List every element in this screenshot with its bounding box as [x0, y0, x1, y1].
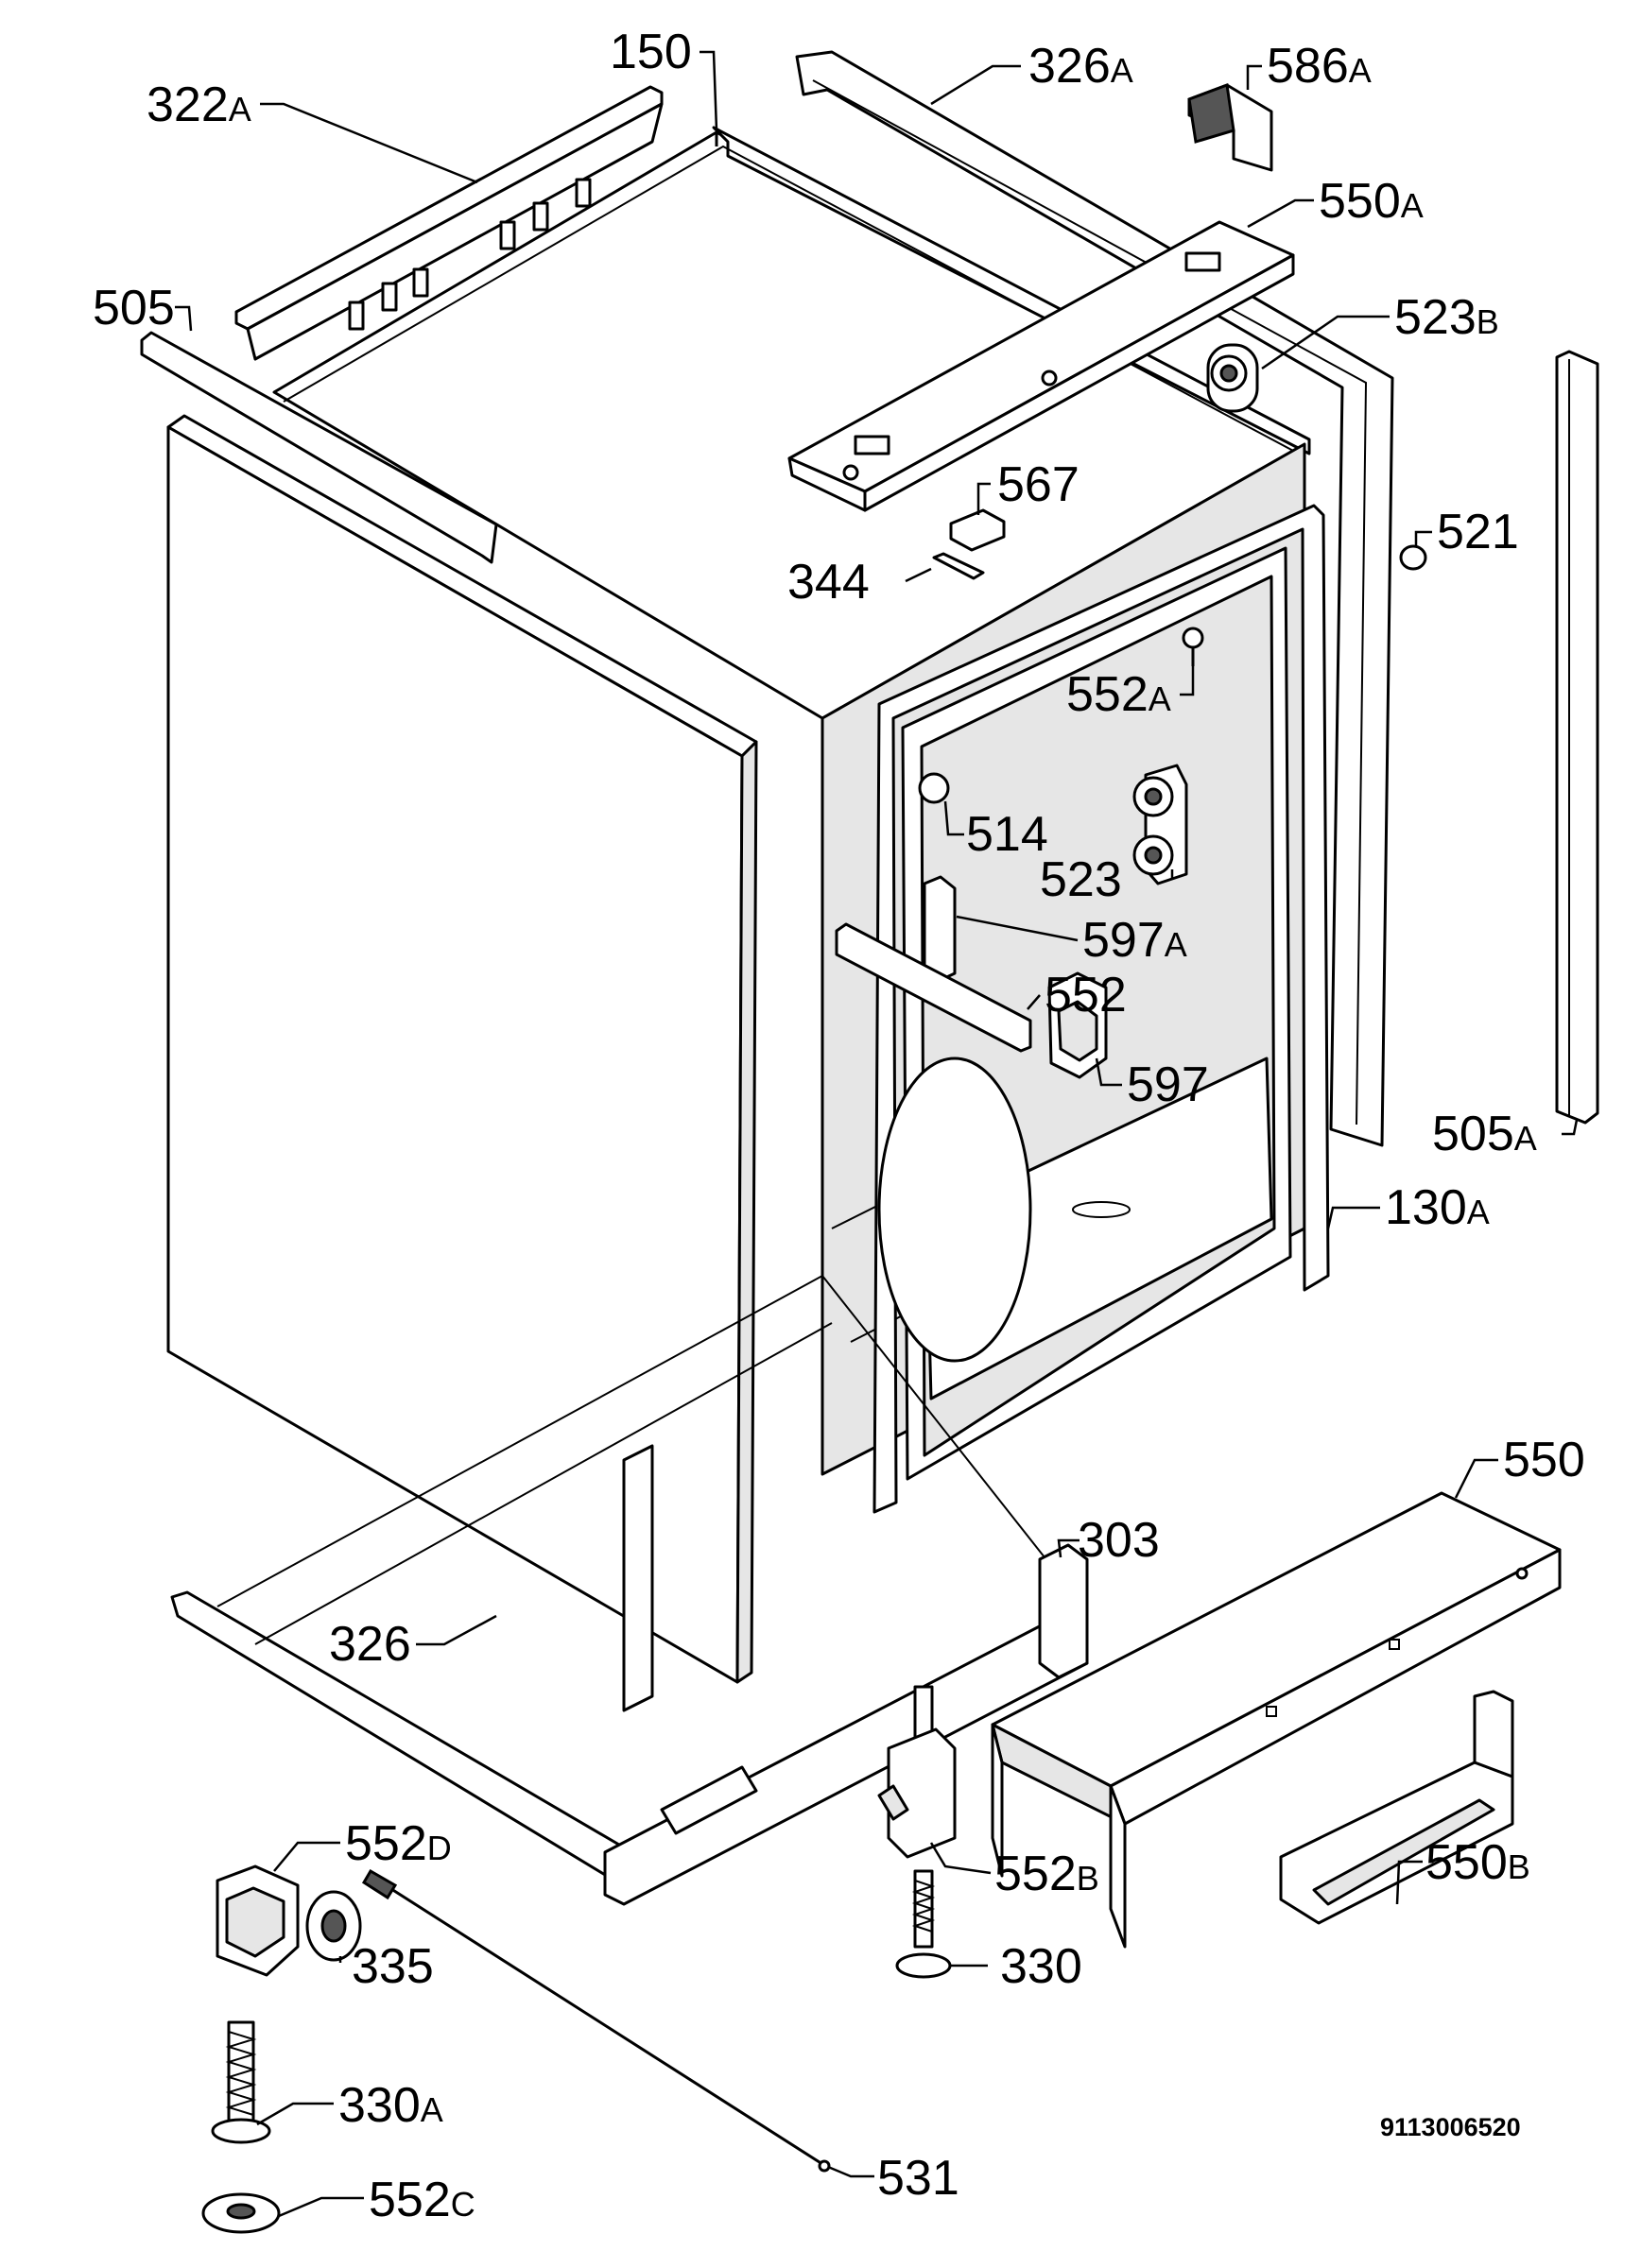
callout-330a: 330A	[338, 2078, 443, 2133]
callout-550: 550	[1503, 1433, 1585, 1487]
leader-lines	[175, 50, 1579, 2218]
callout-552c: 552C	[369, 2173, 475, 2227]
screw-552a	[1182, 627, 1204, 666]
callout-597a: 597A	[1082, 913, 1187, 968]
callout-330: 330	[1000, 1939, 1082, 1994]
bracket-550b	[1279, 1690, 1514, 1925]
callout-150: 150	[610, 25, 692, 79]
callout-521: 521	[1437, 505, 1519, 559]
callout-552b: 552B	[994, 1847, 1099, 1901]
callout-523b: 523B	[1394, 290, 1499, 345]
plug-514	[918, 772, 950, 804]
callout-514: 514	[966, 807, 1048, 862]
rod-531	[361, 1868, 831, 2173]
plug-521	[1399, 544, 1427, 571]
callout-505: 505	[93, 281, 175, 335]
mounting-plate-550a	[787, 220, 1295, 512]
foot-pad-552c	[201, 2192, 281, 2234]
callout-567: 567	[997, 457, 1080, 512]
callout-130a: 130A	[1385, 1180, 1490, 1235]
callout-322a: 322A	[147, 77, 251, 132]
screw-330	[895, 1869, 952, 1979]
base-frame-303	[170, 1274, 1089, 1906]
kickplate-rail-550	[991, 1491, 1562, 1949]
rail-552	[835, 922, 1032, 1053]
bracket-597a	[923, 875, 957, 983]
block-567	[949, 508, 1006, 552]
callout-597: 597	[1127, 1057, 1209, 1112]
front-panel-326	[166, 414, 758, 1712]
rear-panel-326a	[795, 50, 1394, 1147]
hinge-pulley-523b	[1206, 343, 1259, 413]
callout-531: 531	[877, 2151, 959, 2206]
pulleys-523	[1132, 764, 1188, 885]
gear-335	[305, 1890, 362, 1962]
callout-550b: 550B	[1425, 1835, 1530, 1890]
leveling-foot-552b	[877, 1685, 957, 1859]
callout-505a: 505A	[1432, 1107, 1537, 1161]
document-number: 9113006520	[1380, 2113, 1521, 2141]
callout-550a: 550A	[1319, 174, 1424, 229]
clip-586a	[1187, 82, 1273, 172]
top-bracket-322a	[234, 85, 664, 361]
vertical-trim-505a	[1555, 350, 1599, 1125]
screw-330a	[211, 2020, 271, 2144]
callout-552a: 552A	[1066, 667, 1171, 722]
callout-344: 344	[787, 555, 870, 610]
callout-labels: 150 322A 326A 586A 550A 505 523B 567 521…	[93, 25, 1585, 2227]
callout-586a: 586A	[1267, 39, 1372, 94]
callout-335: 335	[352, 1939, 434, 1994]
callout-552: 552	[1045, 968, 1127, 1022]
callout-326: 326	[329, 1617, 411, 1672]
callout-303: 303	[1078, 1513, 1160, 1568]
callout-326a: 326A	[1028, 39, 1133, 94]
clip-344	[932, 552, 985, 580]
side-trim-505	[140, 331, 498, 564]
callout-523: 523	[1040, 852, 1122, 907]
foot-clip-552d	[216, 1864, 300, 1977]
callout-552d: 552D	[345, 1816, 452, 1871]
latch-597	[1047, 971, 1108, 1079]
